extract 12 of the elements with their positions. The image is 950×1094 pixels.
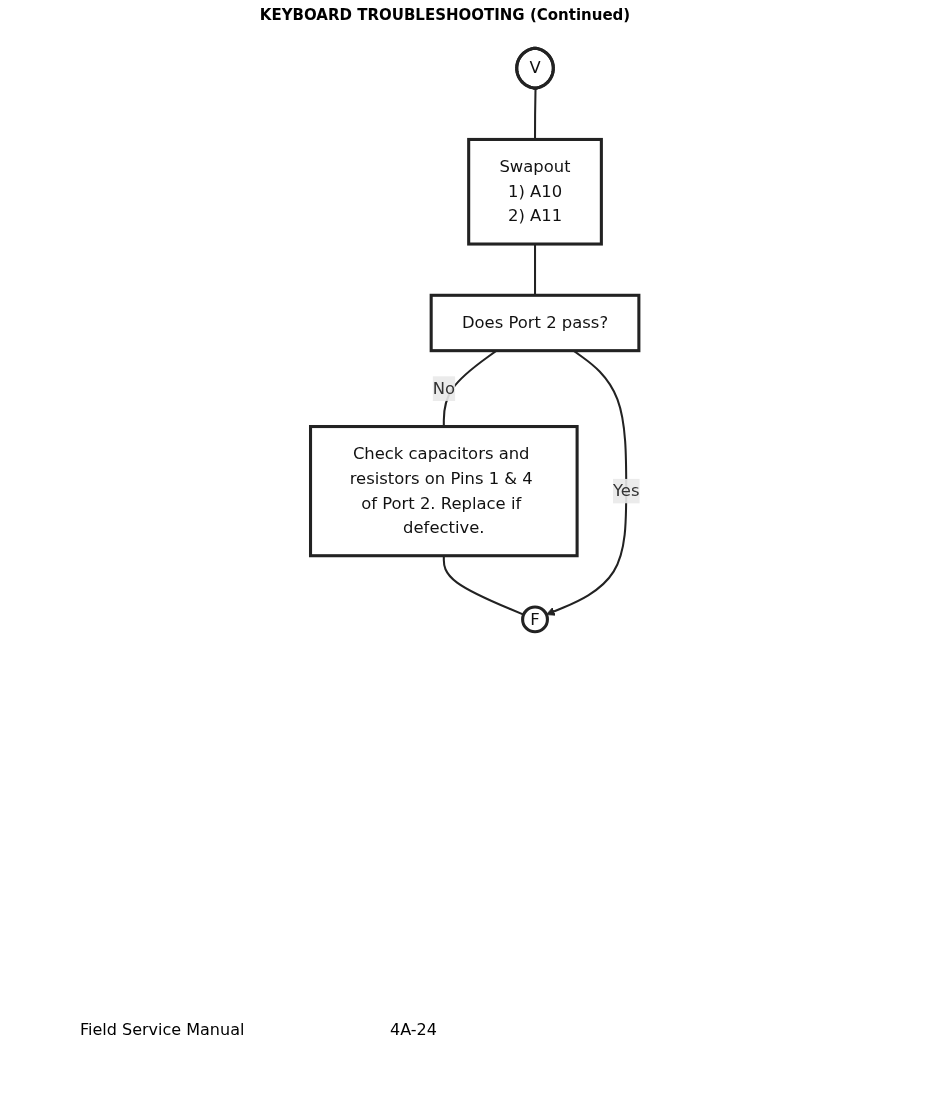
edge-label: Yes: [612, 480, 640, 501]
edge-label: No: [432, 378, 455, 398]
connector: [534, 88, 537, 140]
page-number: 4A-24: [390, 1020, 437, 1039]
connector: [534, 244, 537, 296]
page-title: KEYBOARD TROUBLESHOOTING (Continued): [258, 6, 632, 24]
node-circle: F: [521, 605, 549, 634]
node-box: Swapout 1) A10 2) A11: [467, 137, 603, 246]
footer-text: Field Service Manual: [80, 1020, 245, 1039]
node-box: Does Port 2 pass?: [429, 293, 641, 353]
node-box: Check capacitors and resistors on Pins 1 & 4 of Port 2. Replace if defective.: [309, 425, 579, 558]
connector: [442, 555, 524, 616]
